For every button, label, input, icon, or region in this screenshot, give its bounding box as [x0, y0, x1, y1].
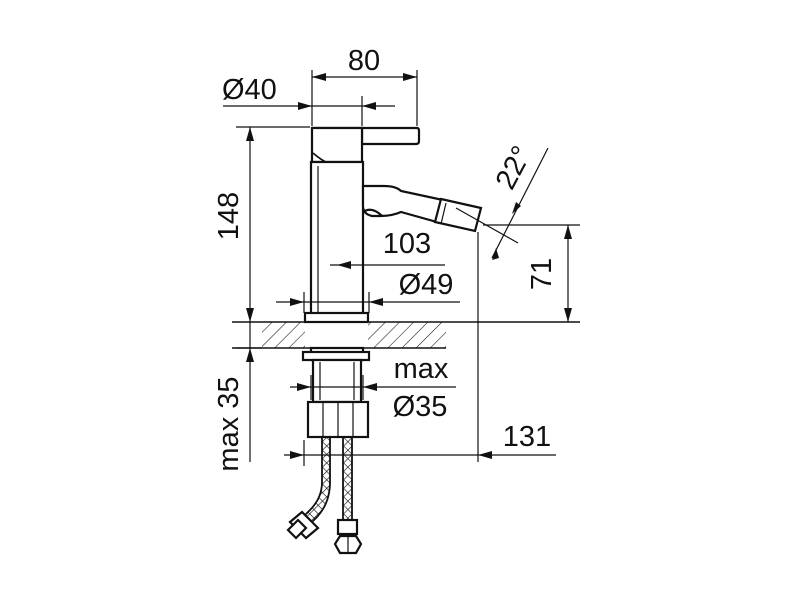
dim-reach: 103: [330, 224, 580, 462]
body-cylinder: [309, 160, 365, 316]
dim-131-label: 131: [503, 421, 551, 453]
spout-bend: [362, 208, 383, 217]
spout-nozzle: [433, 197, 483, 233]
dim-71-arrow-bottom: [564, 308, 572, 322]
hose-left-connector-nut: [286, 518, 308, 540]
hose-right-connector: [336, 518, 359, 536]
dim-total-reach: 131: [284, 421, 556, 466]
dim-body-diameter: Ø49: [276, 269, 460, 313]
dim-40-arrow-left: [298, 102, 312, 110]
flexible-hoses: [286, 436, 363, 555]
fixing-washer: [301, 350, 371, 362]
dim-22-arrow-bottom: [492, 248, 499, 260]
handle-cap: [310, 126, 364, 164]
dim-71-label: 71: [526, 258, 558, 290]
dim-hole-diameter: max Ø35: [290, 353, 456, 423]
dim-103-label: 103: [383, 228, 431, 260]
countertop-hatch-left: [262, 322, 305, 348]
threaded-shank: [311, 358, 363, 404]
dim-80-arrow-left: [312, 73, 326, 81]
dim-height: 148: [213, 126, 310, 322]
spout-nozzle-line: [440, 202, 447, 225]
dim-148-label: 148: [213, 192, 245, 240]
dim-max-label: max: [394, 353, 449, 385]
dim-103-arrow-left: [337, 261, 351, 269]
dim-max35-arrow-top: [246, 348, 254, 362]
dim-22-leader-1: [491, 147, 549, 259]
dim-80-label: 80: [348, 45, 380, 77]
countertop: [232, 321, 580, 349]
dim-148-arrow-bottom: [246, 308, 254, 322]
dim-35-arrow-left: [297, 383, 311, 391]
dim-49-label: Ø49: [399, 269, 454, 301]
dim-71-arrow-top: [564, 225, 572, 239]
dim-131-arrow-left: [290, 451, 304, 459]
handle-lever: [312, 126, 421, 146]
dim-131-arrow-right: [478, 451, 492, 459]
dim-35-arrow-right: [363, 383, 377, 391]
dim-49-arrow-right: [369, 298, 383, 306]
dim-49-arrow-left: [290, 298, 304, 306]
underside-fixing: [301, 346, 371, 439]
dim-spout-angle: 22°: [455, 141, 549, 260]
mixer-body: [303, 126, 483, 324]
dim-base-diameter: Ø40: [222, 74, 395, 126]
dim-max-thickness: max 35: [213, 322, 262, 472]
dim-148-arrow-top: [246, 127, 254, 141]
dim-spout-height: 71: [526, 225, 572, 322]
dim-40-arrow-right: [362, 102, 376, 110]
dim-80-arrow-right: [403, 73, 417, 81]
spout: [361, 184, 445, 224]
dim-width: 80: [311, 45, 418, 126]
dim-22-arrow-top: [512, 202, 521, 214]
dim-40-label: Ø40: [222, 74, 277, 106]
dim-22-label: 22°: [490, 141, 539, 195]
countertop-hatch-right: [368, 322, 446, 348]
hose-right: [342, 436, 353, 521]
dim-35-label: Ø35: [393, 391, 448, 423]
dim-max35-label: max 35: [213, 376, 245, 471]
base-ring: [303, 311, 370, 324]
